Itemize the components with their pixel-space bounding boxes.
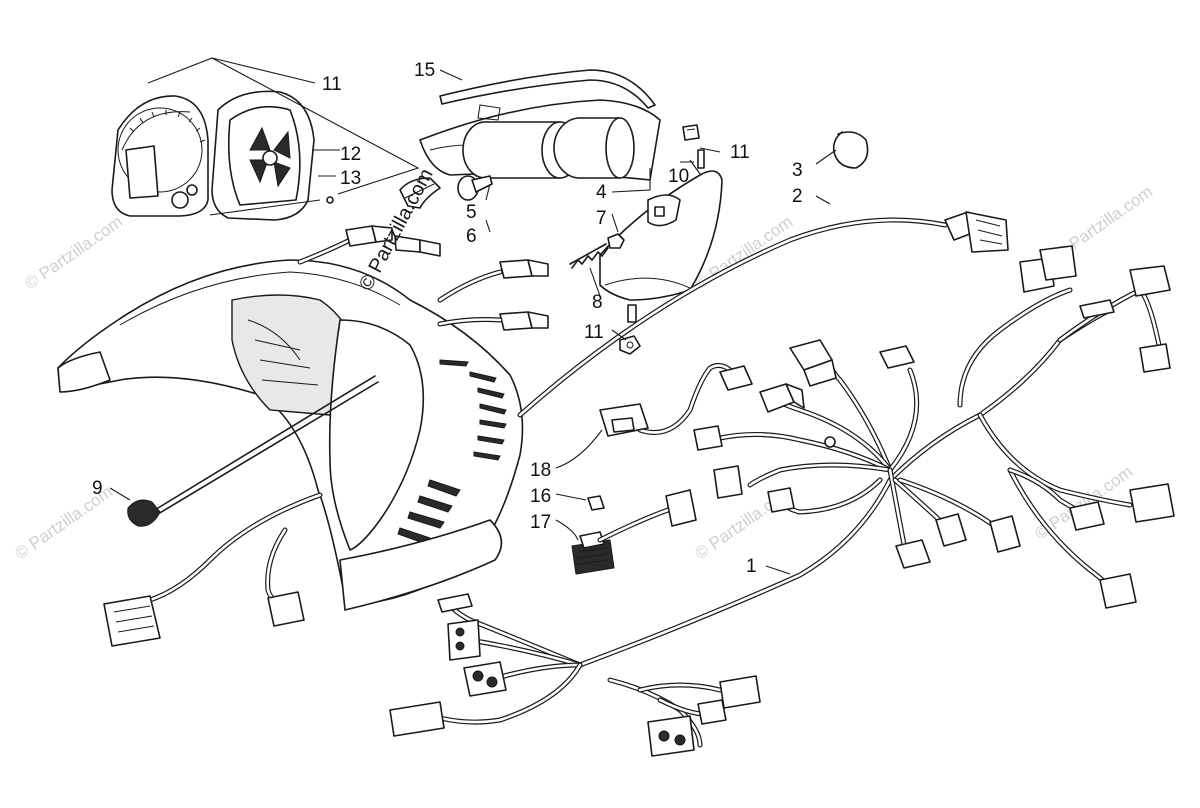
dash-hood-body xyxy=(57,259,524,611)
gauge-cluster-part-12 xyxy=(111,95,209,217)
callout-14: 13 xyxy=(340,168,361,189)
watermark-text: © Partzilla.com xyxy=(21,212,126,293)
callout-2: 2 xyxy=(792,186,803,207)
callout-4: 4 xyxy=(596,182,607,203)
callout-13: 12 xyxy=(340,144,361,165)
callout-9: 9 xyxy=(92,478,103,499)
clamp-ring-part-3 xyxy=(832,131,869,169)
harness-connectors xyxy=(103,265,1175,757)
bolt-part-9 xyxy=(127,375,379,527)
callout-18: 18 xyxy=(530,460,551,481)
callout-10: 10 xyxy=(668,166,689,187)
headlight-harness-part-2 xyxy=(517,211,1077,418)
bulb-socket-part-5 xyxy=(399,177,441,209)
callout-11-upper: 11 xyxy=(730,142,750,163)
gauge-bezel-part-13 xyxy=(211,90,315,221)
spring-part-8 xyxy=(569,243,609,269)
callout-12: 11 xyxy=(322,74,342,95)
callout-5: 5 xyxy=(466,202,477,223)
callout-6: 6 xyxy=(466,226,477,247)
callout-11-lower: 11 xyxy=(584,322,604,343)
gauge-harness-connectors xyxy=(297,225,549,331)
callout-16: 16 xyxy=(530,486,551,507)
dash-louvers xyxy=(397,359,507,545)
windshield-trim-part-15 xyxy=(439,69,656,109)
callout-8: 8 xyxy=(592,292,603,313)
leader-lines xyxy=(109,69,837,575)
headlight-assembly xyxy=(419,99,705,181)
callout-17: 17 xyxy=(530,512,551,533)
callout-1: 1 xyxy=(746,556,757,577)
nut-part-7 xyxy=(607,233,625,249)
clip-part-11 xyxy=(619,335,641,355)
bulb-part-6 xyxy=(457,175,493,201)
callout-15: 15 xyxy=(414,60,435,81)
callout-labels: 11 15 12 13 5 6 4 7 8 11 10 11 3 2 9 18 … xyxy=(92,60,803,577)
callout-3: 3 xyxy=(792,160,803,181)
callout-7: 7 xyxy=(596,208,607,229)
side-panel-part-4 xyxy=(599,170,723,323)
